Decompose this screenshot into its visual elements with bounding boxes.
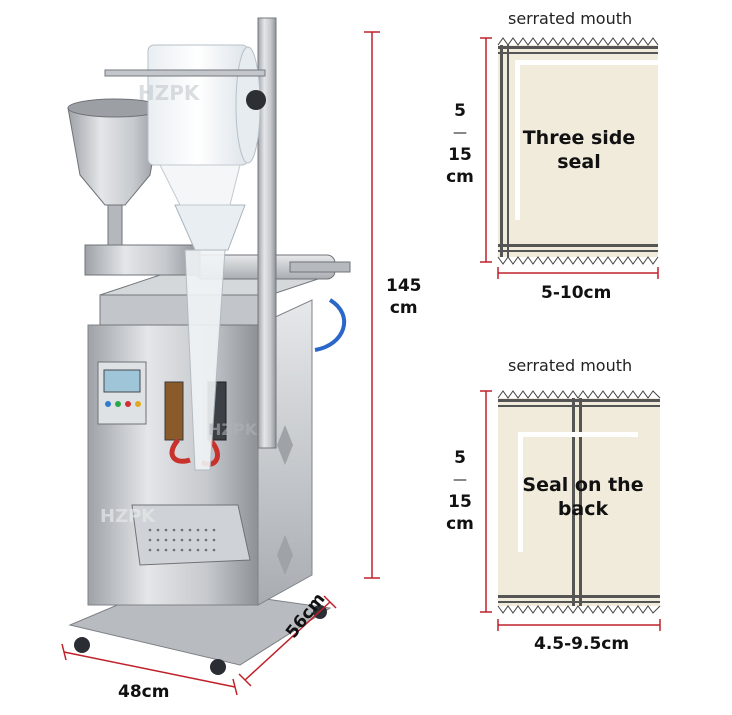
width-dimension [61,643,238,696]
piston-rod [289,261,351,273]
film-tube [184,249,226,471]
forming-collar [174,204,246,251]
panel-button [125,401,131,407]
tray-perforation [148,528,216,552]
lcd-screen [103,369,141,393]
pouch-top-height-label: 5 — 15 cm [446,100,474,188]
pouch-top-title: Three side seal [518,126,640,174]
pouch-bottom-width-label: 4.5-9.5cm [534,634,630,654]
pouch-back-seal [497,390,661,614]
pouch-top-height-dimension [480,37,492,263]
serrated-edge [497,390,661,399]
roll-shaft [104,69,266,77]
panel-button [105,401,111,407]
roll-hub [246,90,266,110]
pouch-bottom-height-unit: cm [446,514,474,534]
pouch-top-height-unit: cm [446,167,474,187]
wheel [210,659,226,675]
depth-dimension [238,595,337,687]
pouch-top-height-dash: — [453,125,467,141]
pouch-bottom-height-dimension [480,390,492,613]
hopper-neck [107,204,123,246]
pouch-bottom-width-dimension [497,619,661,631]
pouch-top-caption: serrated mouth [508,9,633,28]
sealer-jaw-left [164,381,184,441]
pouch-bottom-title-line2: back [557,498,609,520]
pouch-three-side-seal [497,37,660,265]
pouch-bottom-caption: serrated mouth [508,356,633,375]
vent-diamond [277,535,293,575]
brand-watermark: HZPK [100,506,156,527]
serrated-edge [497,37,659,46]
brand-watermark: HZPK [208,420,258,439]
pump-block [84,244,201,276]
air-hose [314,298,347,352]
panel-button [135,401,141,407]
frame-post [257,17,277,449]
machine-height-unit: cm [389,298,418,318]
pouch-bottom-title: Seal on the back [512,473,654,521]
pouch-bottom-height-max: 15 [448,492,472,512]
pouch-top-width-dimension [497,267,659,279]
packing-machine: HZPK HZPK HZPK [67,17,351,675]
pouch-top-height-max: 15 [448,145,472,165]
vent-diamond [277,425,293,465]
film-web [159,164,241,206]
pouch-bottom-title-line1: Seal on the [522,474,644,496]
film-roll [147,44,249,166]
pouch-bottom-height-dash: — [453,472,467,488]
pouch-bottom-height-label: 5 — 15 cm [446,447,474,535]
pouch-bottom-height-min: 5 [454,448,466,468]
pouch-top-height-min: 5 [454,101,466,121]
machine-width-label: 48cm [118,682,170,702]
pouch-top-width-label: 5-10cm [541,283,612,303]
panel-button [115,401,121,407]
heater-cable [169,438,191,464]
serrated-edge [497,605,661,614]
pouch-top-title-line1: Three side [522,127,636,149]
pouch-top-title-line2: seal [557,151,601,173]
wheel [74,637,90,653]
height-dimension [364,31,380,579]
brand-watermark: HZPK [138,81,201,105]
discharge-tray [131,504,251,566]
top-deck-front [99,294,271,326]
serrated-edge [497,256,659,265]
machine-height-label: 145 cm [386,275,422,319]
machine-height-value: 145 [386,276,422,296]
